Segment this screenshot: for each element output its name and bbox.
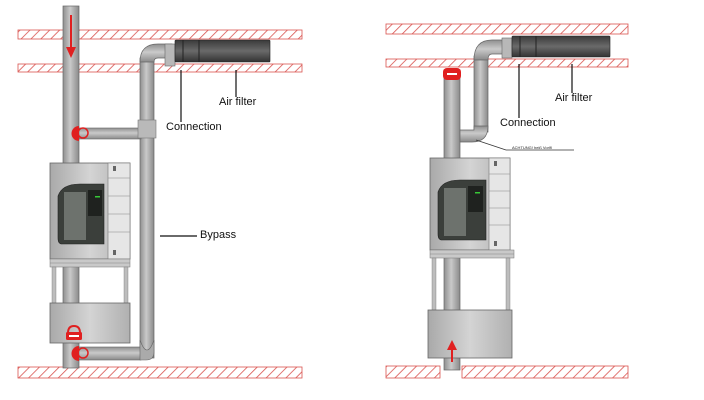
right-air-filter <box>511 35 611 58</box>
left-status-indicator-icon <box>95 196 100 198</box>
warning-tag-label: ACHTUNG! heiß Vorlfl <box>512 145 552 150</box>
right-lower-box <box>427 309 513 359</box>
left-connection-stub <box>164 43 176 67</box>
bypass-pipe <box>139 57 155 359</box>
right-ceiling-slab-bottom <box>385 58 629 68</box>
right-floor-slab-left <box>385 365 441 379</box>
right-top-cap-icon <box>443 68 461 80</box>
left-ventilation-unit <box>49 162 131 260</box>
bypass-label: Bypass <box>200 229 237 241</box>
right-flow-up-arrow-icon <box>447 340 457 362</box>
right-diagram <box>385 23 629 379</box>
right-secondary-pipe <box>473 55 489 133</box>
left-ceiling-slab-bottom <box>17 63 303 73</box>
left-lower-valve-icon <box>71 346 79 361</box>
right-lower-elbow <box>459 125 489 143</box>
right-ventilation-unit <box>429 157 511 251</box>
left-lock-icon <box>66 324 82 340</box>
left-air-filter-label: Air filter <box>219 96 257 108</box>
left-upper-valve-icon <box>71 126 79 141</box>
left-lower-box <box>49 302 131 344</box>
left-ceiling-slab-top <box>17 29 303 40</box>
right-air-filter-label: Air filter <box>555 92 593 104</box>
left-connection-label: Connection <box>166 121 222 133</box>
right-ceiling-slab-top <box>385 23 629 35</box>
left-air-filter <box>174 39 271 63</box>
right-status-indicator-icon <box>475 192 480 194</box>
left-diagram <box>17 5 303 379</box>
right-floor-slab-right <box>461 365 629 379</box>
right-connection-stub <box>501 37 513 59</box>
right-connection-label: Connection <box>500 117 556 129</box>
left-floor-slab <box>17 366 303 379</box>
left-flow-down-arrow-icon <box>66 15 76 58</box>
